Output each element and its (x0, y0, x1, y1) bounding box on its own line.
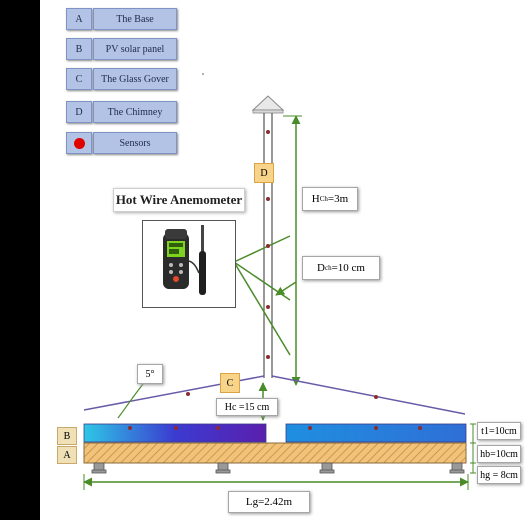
glass-cover-right (271, 375, 466, 415)
anemometer-leaders (233, 235, 291, 356)
legend-label-pv-panel: PV solar panel (93, 38, 177, 60)
pv-panel-side-tag: B (57, 427, 77, 445)
anemometer-icon (163, 225, 206, 295)
diagram-canvas: A The Base B PV solar panel C The Glass … (40, 0, 525, 520)
slope-angle-label: 5° (137, 364, 163, 384)
anemometer-title: Hot Wire Anemometer (113, 188, 245, 212)
chimney-diameter-symbol: D (317, 262, 325, 274)
legend-label-glass-cover: The Glass Gover (93, 68, 177, 90)
legend-key-c: C (66, 68, 92, 90)
ground-length-label: Lg=2.42m (228, 491, 310, 513)
chimney-tag: D (254, 163, 274, 183)
base-side-tag: A (57, 446, 77, 464)
base-slab (83, 442, 467, 464)
legend-label-chimney: The Chimney (93, 101, 177, 123)
chimney-height-value: =3m (327, 193, 349, 205)
base-height-label: hb=10cm (477, 445, 521, 463)
base-supports (91, 462, 465, 474)
legend-key-d: D (66, 101, 92, 123)
legend-key-a: A (66, 8, 92, 30)
glass-cover-tag: C (220, 373, 240, 393)
legend-label-base: The Base (93, 8, 177, 30)
chimney-diameter-subscript: ch (324, 264, 332, 272)
legend-label-sensors: Sensors (93, 132, 177, 154)
chimney-height-subscript: Ch (319, 195, 328, 203)
chimney-height-symbol: H (311, 193, 320, 205)
sensor-markers (128, 130, 422, 430)
chimney-cap (251, 95, 285, 111)
sensor-dot-icon (73, 137, 85, 149)
legend-key-b: B (66, 38, 92, 60)
ground-gap-label: hg = 8cm (477, 466, 521, 484)
chimney-cap-brim (252, 109, 284, 114)
cover-height-label: Hc =15 cm (216, 398, 278, 416)
legend-key-sensor (66, 132, 92, 154)
solar-chimney-drawing (83, 73, 476, 490)
panel-thickness-label: t1=10cm (477, 422, 521, 440)
anemometer-device-image (142, 220, 236, 308)
chimney-diameter-value: =10 cm (331, 262, 365, 274)
